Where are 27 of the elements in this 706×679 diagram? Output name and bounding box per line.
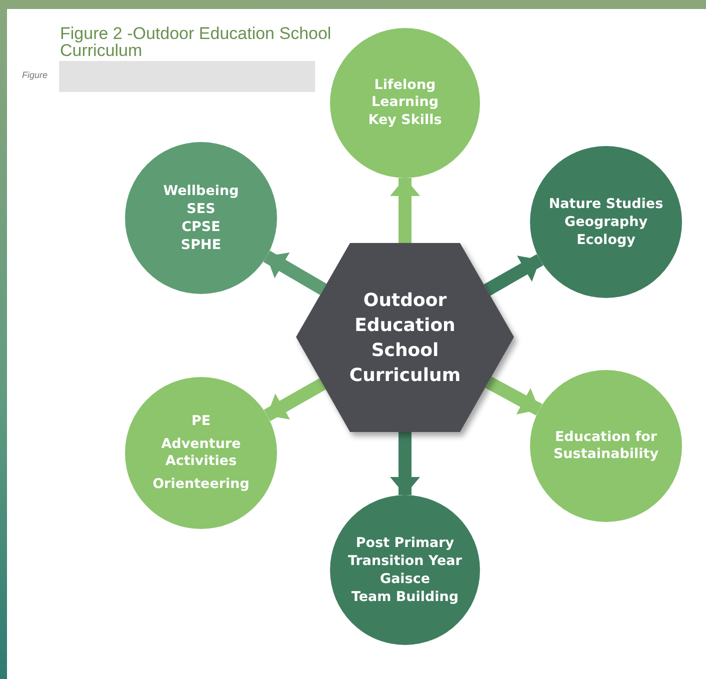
hub-label: Outdoor Education School Curriculum	[348, 288, 462, 388]
topic-label: Post Primary	[354, 534, 456, 552]
block-arrow	[484, 254, 544, 296]
topic-label: Wellbeing	[162, 182, 240, 200]
topic-label: Transition Year	[347, 552, 463, 570]
topic-label: Adventure Activities	[160, 436, 242, 470]
topic-label: Key Skills	[367, 112, 443, 129]
topic-label: Geography	[563, 214, 649, 230]
block-arrow	[390, 178, 420, 243]
topic-label: Lifelong Learning	[370, 77, 440, 111]
figure-note: Figure	[22, 70, 48, 80]
topic-label: Education for Sustainability	[552, 429, 660, 463]
hexagon-hub	[296, 243, 514, 432]
block-arrow	[264, 378, 326, 422]
figure-title: Figure 2 -Outdoor Education School Curriculum	[60, 25, 332, 59]
topic-label: PE	[190, 413, 212, 430]
topic-label: SPHE	[180, 236, 222, 254]
topic-label: Gaisce	[378, 570, 431, 588]
topic-label: Nature Studies	[548, 196, 664, 212]
topic-label: CPSE	[180, 218, 222, 236]
topic-label: SES	[186, 200, 216, 218]
block-arrow	[485, 376, 542, 416]
block-arrow	[263, 250, 327, 295]
block-arrow	[390, 432, 420, 495]
topic-label: Team Building	[350, 588, 460, 606]
topic-label: Ecology	[576, 232, 636, 248]
topic-label: Orienteering	[152, 476, 250, 493]
